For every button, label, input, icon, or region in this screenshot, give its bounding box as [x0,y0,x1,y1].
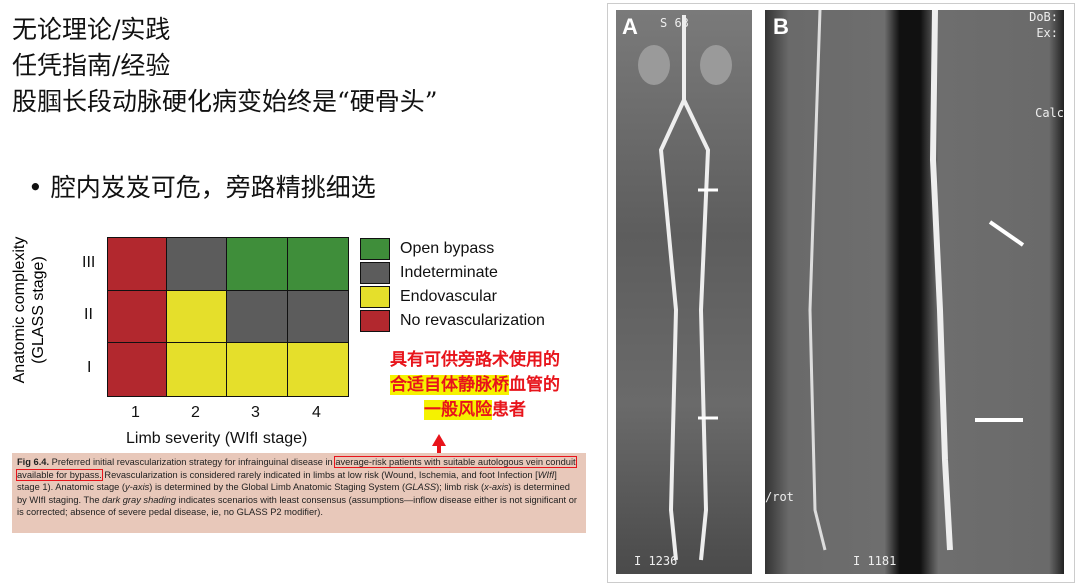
legend-swatch [360,310,390,332]
caption-text: ) is determined by WIfI staging. The [17,482,570,505]
legend-swatch [360,262,390,284]
y-axis-label-1: Anatomic complexity [11,236,28,384]
grid-cell-green [287,237,349,291]
grid-cell-red [107,237,167,291]
legend-label: No revascularization [400,312,545,329]
caption-fig: Fig 6.4. [17,457,50,467]
x-tick: 4 [312,404,321,421]
caption-text: ] stage 1). Anatomic stage ( [17,469,557,493]
angiogram-panel-b: B DoB: Ex: Calc /rot I 1181 [765,10,1064,574]
note-highlight: 一般风险 [424,400,492,420]
panel-b-dob: DoB: [1029,10,1058,24]
caption-text: GLASS [405,482,437,493]
panel-b-label: B [773,14,789,39]
title-line-2: 任凭指南/经验 [12,51,171,80]
panel-b-rot: /rot [765,490,794,504]
grid-cell-gray [166,237,227,291]
y-tick: I [87,359,92,376]
grid-cell-yellow [166,342,227,397]
caption-text: ) is determined by the Global Limb Anato… [149,482,406,493]
panel-a-bottom-text: I 1236 [634,554,678,568]
figure-caption: Fig 6.4. Preferred initial revasculariza… [12,453,586,533]
panel-b-calc: Calc [1035,106,1064,120]
grid-cell-gray [226,290,288,343]
x-tick: 2 [191,404,200,421]
grid-cell-red [107,290,167,343]
note-text: 患者 [492,400,526,420]
bullet-point: • 腔内岌岌可危，旁路精挑细选 [28,173,376,202]
caption-text: WIfI [537,469,555,480]
note-highlight: 合适自体静脉桥 [390,375,509,395]
caption-text: Revascularization is considered rarely i… [101,469,538,480]
vessel-drawing [638,15,732,561]
legend-label: Open bypass [400,240,495,257]
caption-text: dark gray shading [102,494,176,505]
legend-swatch [360,286,390,308]
caption-text: indicates scenarios with least consensus… [17,494,577,518]
grid-cell-gray [287,290,349,343]
grid-cell-yellow [226,342,288,397]
caption-text: x-axis [484,482,509,493]
legend-label: Endovascular [400,288,497,305]
vessel-drawing [808,10,1025,551]
grid-cell-green [226,237,288,291]
caption-highlight-box: average-risk patients with suitable auto… [16,456,577,481]
note-line-1: 具有可供旁路术使用的 [390,350,560,370]
panel-b-bottom-text: I 1181 [853,554,897,568]
caption-text: ); limb risk ( [436,482,485,493]
title-line-3: 股腘长段动脉硬化病变始终是“硬骨头” [12,87,438,116]
grid-cell-red [107,342,167,397]
caption-text: Preferred initial revascularization stra… [49,457,336,467]
y-tick: II [84,306,93,323]
y-tick: III [82,254,96,271]
title-line-1: 无论理论/实践 [12,15,171,44]
bullet-text: 腔内岌岌可危，旁路精挑细选 [50,173,376,202]
annotation-note: 具有可供旁路术使用的 合适自体静脉桥血管的 一般风险患者 [350,348,600,423]
y-axis-label-2: (GLASS stage) [30,256,47,364]
note-text: 血管的 [509,375,560,395]
x-axis-label: Limb severity (WIfI stage) [126,430,308,447]
panel-a-top-text: S 63 [660,16,689,30]
arrow-up-icon [432,434,446,446]
x-tick: 1 [131,404,140,421]
x-tick: 3 [251,404,260,421]
panel-a-label: A [622,14,638,39]
angiogram-panel-a: A S 63 I 1236 [616,10,752,574]
legend-label: Indeterminate [400,264,498,281]
caption-text: y-axis [125,482,150,493]
legend-swatch [360,238,390,260]
grid-cell-yellow [166,290,227,343]
grid-cell-yellow [287,342,349,397]
panel-b-ex: Ex: [1036,26,1058,40]
